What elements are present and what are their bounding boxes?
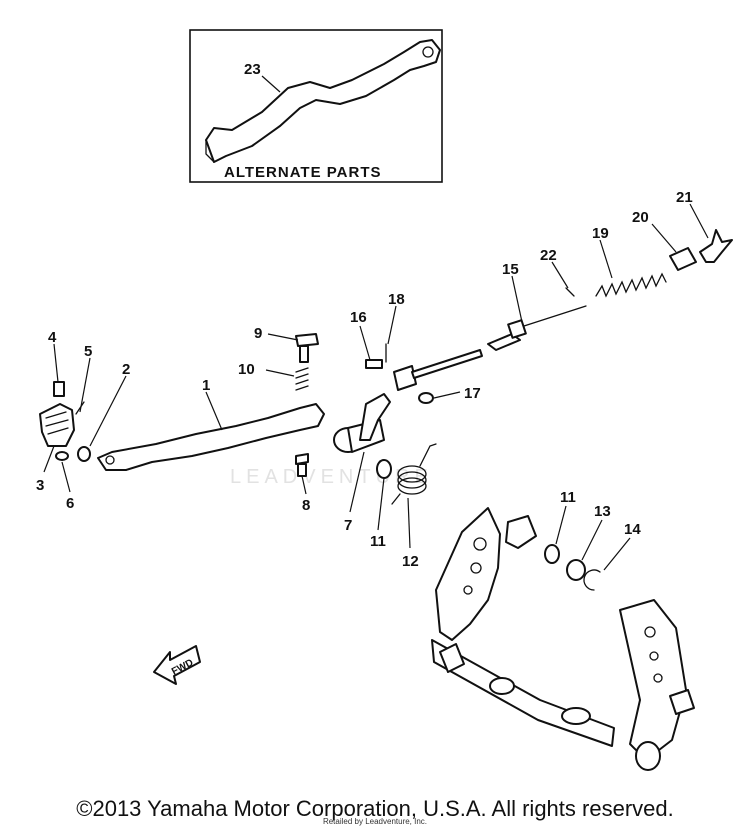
- copyright-notice: ©2013 Yamaha Motor Corporation, U.S.A. A…: [76, 796, 674, 821]
- rod-spring: [595, 272, 667, 298]
- callout-14: 14: [624, 521, 641, 538]
- callout-8: 8: [302, 497, 310, 514]
- return-spring: [391, 443, 437, 505]
- callout-5: 5: [84, 343, 92, 360]
- callout-13: 13: [594, 503, 611, 520]
- callout-22: 22: [540, 247, 557, 264]
- callout-19: 19: [592, 225, 609, 242]
- footrest-assembly: [39, 381, 91, 462]
- callout-23: 23: [244, 61, 261, 78]
- leader-lines: [43, 203, 709, 571]
- callout-9: 9: [254, 325, 262, 342]
- callout-21: 21: [676, 189, 693, 206]
- callout-18: 18: [388, 291, 405, 308]
- inset-caption: ALTERNATE PARTS: [224, 164, 382, 181]
- callout-12: 12: [402, 553, 419, 570]
- callout-2: 2: [122, 361, 130, 378]
- frame-section: [431, 507, 695, 771]
- callout-10: 10: [238, 361, 255, 378]
- brake-pedal: [97, 403, 325, 471]
- callout-1: 1: [202, 377, 210, 394]
- callout-labels: 1 2 3 4 5 6 7 8 9 10 11 11 12 13 14 15 1…: [36, 189, 693, 570]
- callout-6: 6: [66, 495, 74, 512]
- callout-11a: 11: [370, 533, 386, 550]
- callout-17: 17: [464, 385, 481, 402]
- brake-shaft: [333, 393, 391, 453]
- callout-20: 20: [632, 209, 649, 226]
- callout-7: 7: [344, 517, 352, 534]
- callout-3: 3: [36, 477, 44, 494]
- callout-11b: 11: [560, 489, 576, 506]
- forward-arrow: FWD: [153, 645, 201, 685]
- alternate-parts-inset: 23 ALTERNATE PARTS: [189, 29, 443, 183]
- callout-15: 15: [502, 261, 519, 278]
- callout-16: 16: [350, 309, 367, 326]
- alternate-brake-pedal: [205, 39, 441, 163]
- callout-4: 4: [48, 329, 57, 346]
- brake-rod: [411, 287, 587, 379]
- retailer-credit: Retailed by Leadventure, Inc.: [322, 817, 428, 826]
